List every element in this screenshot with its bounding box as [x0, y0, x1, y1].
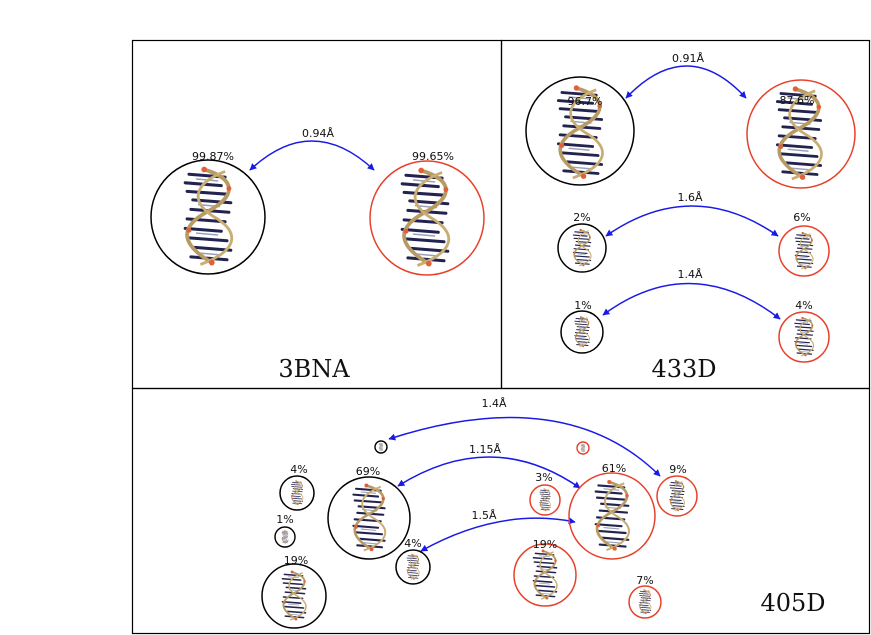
predicted-cluster-circle — [576, 441, 590, 455]
reference-cluster-circle — [261, 563, 327, 629]
predicted-cluster-pct: 19% — [533, 538, 557, 551]
dna-helix-icon — [580, 443, 586, 453]
distance-3bna: 0.94Å — [302, 127, 334, 140]
panel-3bna: 0.94Å 99.87% 99.65% 3BNA — [150, 127, 485, 383]
dna-helix-icon — [638, 588, 652, 615]
panel-405d-frame — [131, 387, 871, 635]
dna-helix-icon — [378, 442, 384, 452]
distance-433d-1: 0.91Å — [672, 52, 704, 65]
dna-helix-icon — [183, 164, 234, 268]
panel-label-405d: 405D — [760, 589, 825, 617]
dna-helix-icon — [281, 569, 307, 622]
reference-cluster-pct: 2% — [573, 211, 590, 224]
predicted-cluster-circle — [778, 225, 830, 277]
reference-cluster-circle — [327, 476, 411, 560]
arrow-405d-1 — [388, 416, 661, 477]
predicted-cluster-circle — [628, 585, 662, 619]
distance-433d-3: 1.4Å — [677, 268, 702, 281]
reference-cluster-circle — [557, 223, 607, 273]
dna-helix-icon — [594, 478, 631, 553]
arrow-433d-1 — [625, 65, 747, 99]
dna-helix-icon — [532, 548, 558, 601]
predicted-cluster-circle — [529, 484, 561, 516]
panel-433d: 0.91Å 96.7% 87.6% 1.6Å 2% 6% 1.4Å 1% 4% … — [525, 52, 856, 383]
panel-433d-frame — [500, 39, 871, 390]
dna-helix-icon — [539, 487, 551, 512]
dna-helix-icon — [794, 316, 815, 358]
panel-label-433d: 433D — [651, 355, 716, 383]
predicted-cluster-pct: 61% — [602, 462, 626, 475]
dna-helix-icon — [352, 482, 387, 553]
dna-helix-icon — [406, 553, 420, 581]
predicted-cluster-pct: 9% — [669, 463, 686, 476]
dna-helix-icon — [669, 479, 686, 512]
reference-cluster-pct: 4% — [290, 463, 307, 476]
reference-cluster-pct: 4% — [404, 537, 421, 550]
reference-cluster-pct: 19% — [284, 554, 308, 567]
arrow-433d-3 — [602, 282, 781, 320]
distance-405d-1: 1.4Å — [481, 397, 506, 410]
arrow-3bna — [249, 140, 375, 171]
reference-cluster-pct: 1% — [574, 299, 591, 312]
predicted-cluster-pct: 3% — [535, 471, 552, 484]
predicted-cluster-circle — [568, 472, 656, 560]
panel-405d: 1.4Å 1.15Å 1.5Å 4% 1% 19% 69% 4% 3% 61% — [261, 397, 826, 629]
reference-cluster-circle — [560, 310, 604, 354]
reference-cluster-circle — [374, 440, 388, 454]
predicted-cluster-pct: 4% — [795, 299, 812, 312]
predicted-cluster-pct: 6% — [793, 211, 810, 224]
reference-cluster-circle — [525, 76, 635, 186]
dna-helix-icon — [572, 228, 592, 268]
reference-cluster-pct: 99.87% — [192, 150, 234, 163]
predicted-cluster-circle — [656, 475, 698, 517]
predicted-cluster-circle — [746, 79, 856, 189]
reference-cluster-circle — [274, 526, 296, 548]
predicted-cluster-pct: 87.6% — [780, 94, 815, 107]
dna-helix-icon — [281, 529, 289, 544]
predicted-cluster-circle — [513, 543, 577, 607]
arrow-405d-2 — [397, 456, 581, 489]
dna-helix-icon — [290, 479, 304, 506]
distance-405d-3: 1.5Å — [471, 509, 496, 522]
predicted-cluster-pct: 99.65% — [412, 150, 454, 163]
predicted-cluster-pct: 7% — [636, 574, 653, 587]
reference-cluster-circle — [150, 159, 266, 275]
predicted-cluster-circle — [369, 160, 485, 276]
arrow-433d-2 — [605, 205, 779, 237]
dna-helix-icon — [400, 165, 451, 269]
arrow-405d-3 — [420, 517, 576, 552]
dna-helix-icon — [794, 231, 814, 271]
distance-405d-2: 1.15Å — [469, 443, 501, 456]
reference-cluster-circle — [395, 549, 431, 585]
reference-cluster-pct: 96.7% — [568, 95, 603, 108]
dna-helix-icon — [574, 315, 591, 348]
distance-433d-2: 1.6Å — [677, 191, 702, 204]
predicted-cluster-circle — [778, 311, 830, 363]
reference-cluster-pct: 69% — [356, 465, 380, 478]
panel-label-3bna: 3BNA — [278, 355, 350, 383]
reference-cluster-pct: 1% — [276, 513, 293, 526]
reference-cluster-circle — [279, 475, 315, 511]
